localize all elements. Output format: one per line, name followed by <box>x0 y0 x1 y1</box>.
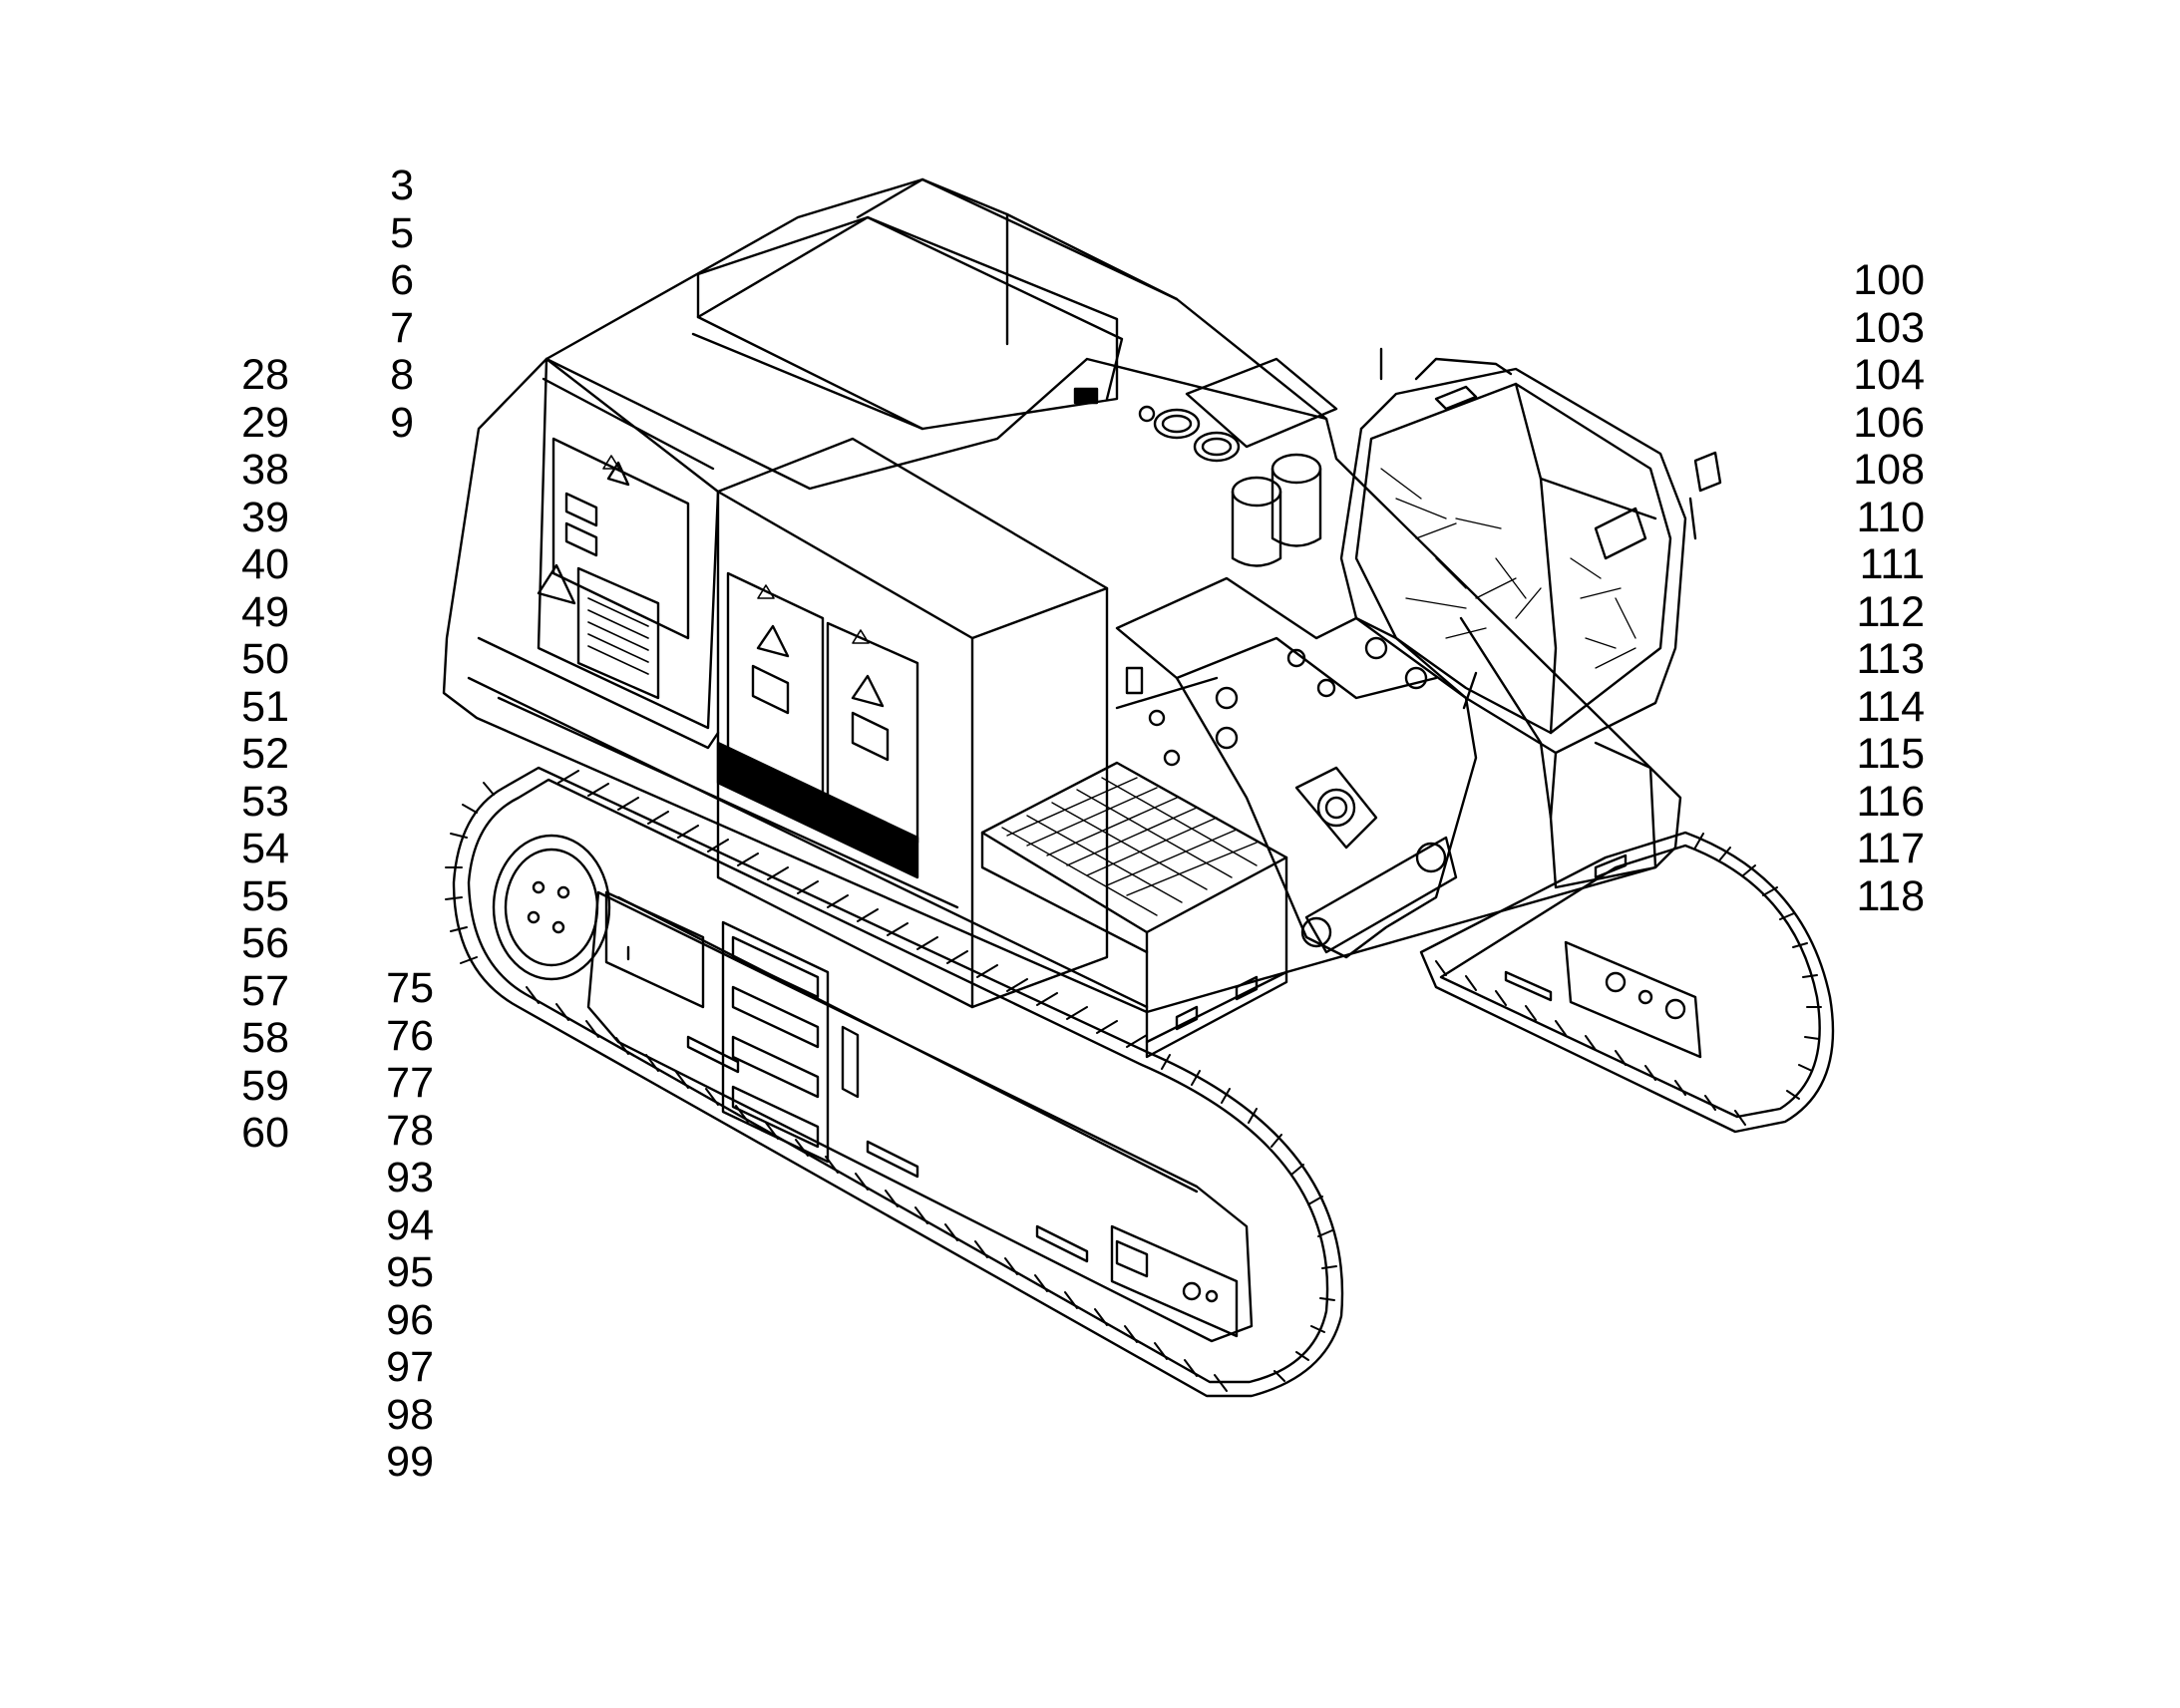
right-track <box>1419 831 1835 1134</box>
callout-label: 59 <box>241 1061 289 1110</box>
boom-mount <box>1115 576 1478 959</box>
callout-label: 117 <box>1856 825 1925 872</box>
callout-column-left: 28 29 38 39 40 49 50 51 52 53 54 55 56 5… <box>199 351 289 1158</box>
idler-wheel <box>492 834 611 981</box>
callout-label: 96 <box>386 1295 434 1344</box>
callout-label: 103 <box>1853 303 1925 352</box>
operator-cab <box>1339 347 1722 889</box>
callout-label: 110 <box>1856 493 1925 541</box>
track-shoes-top <box>445 770 1337 1392</box>
callout-label: 5 <box>390 208 414 257</box>
callout-label: 53 <box>241 777 289 826</box>
callout-label: 100 <box>1853 256 1925 304</box>
callout-label: 38 <box>241 446 289 494</box>
access-ladder <box>721 920 860 1164</box>
callout-label: 115 <box>1856 730 1925 778</box>
callout-column-right: 100 103 104 106 108 110 111 112 113 114 … <box>1823 256 1925 920</box>
callout-label: 111 <box>1859 540 1925 588</box>
callout-label: 39 <box>241 493 289 541</box>
callout-label: 9 <box>390 398 414 447</box>
callout-label: 6 <box>390 256 414 304</box>
callout-label: 112 <box>1856 587 1925 636</box>
callout-label: 49 <box>241 587 289 636</box>
callout-label: 108 <box>1853 446 1925 494</box>
callout-label: 94 <box>386 1200 434 1249</box>
callout-column-top-center: 3 5 6 7 8 9 <box>359 162 414 447</box>
callout-label: 58 <box>241 1014 289 1062</box>
callout-label: 50 <box>241 635 289 683</box>
callout-label: 104 <box>1853 351 1925 399</box>
left-track <box>445 766 1344 1398</box>
callout-label: 98 <box>386 1390 434 1439</box>
callout-label: 114 <box>1856 682 1925 731</box>
callout-label: 7 <box>390 303 414 352</box>
callout-label: 52 <box>241 730 289 778</box>
callout-label: 75 <box>386 964 434 1012</box>
battery-box <box>980 761 1288 1044</box>
callout-column-bottom-center: 75 76 77 78 93 94 95 96 97 98 99 <box>334 964 434 1487</box>
callout-label: 8 <box>390 351 414 399</box>
callout-label: 118 <box>1856 871 1925 920</box>
callout-label: 97 <box>386 1343 434 1391</box>
callout-label: 77 <box>386 1059 434 1107</box>
callout-label: 76 <box>386 1011 434 1060</box>
callout-label: 3 <box>390 162 414 209</box>
fluid-caps <box>1073 357 1338 567</box>
callout-label: 28 <box>241 351 289 399</box>
callout-label: 116 <box>1856 777 1925 826</box>
callout-label: 54 <box>241 825 289 872</box>
callout-label: 106 <box>1853 398 1925 447</box>
upper-carriage <box>442 177 1682 1059</box>
callout-label: 57 <box>241 966 289 1015</box>
callout-label: 29 <box>241 398 289 447</box>
callout-label: 99 <box>386 1438 434 1486</box>
callout-label: 55 <box>241 871 289 920</box>
callout-label: 60 <box>241 1109 289 1157</box>
callout-label: 40 <box>241 540 289 588</box>
callout-label: 113 <box>1856 635 1925 683</box>
callout-label: 93 <box>386 1154 434 1201</box>
callout-label: 56 <box>241 919 289 967</box>
warning-symbols <box>602 455 870 644</box>
callout-label: 78 <box>386 1106 434 1155</box>
callout-label: 51 <box>241 682 289 731</box>
callout-label: 95 <box>386 1248 434 1296</box>
